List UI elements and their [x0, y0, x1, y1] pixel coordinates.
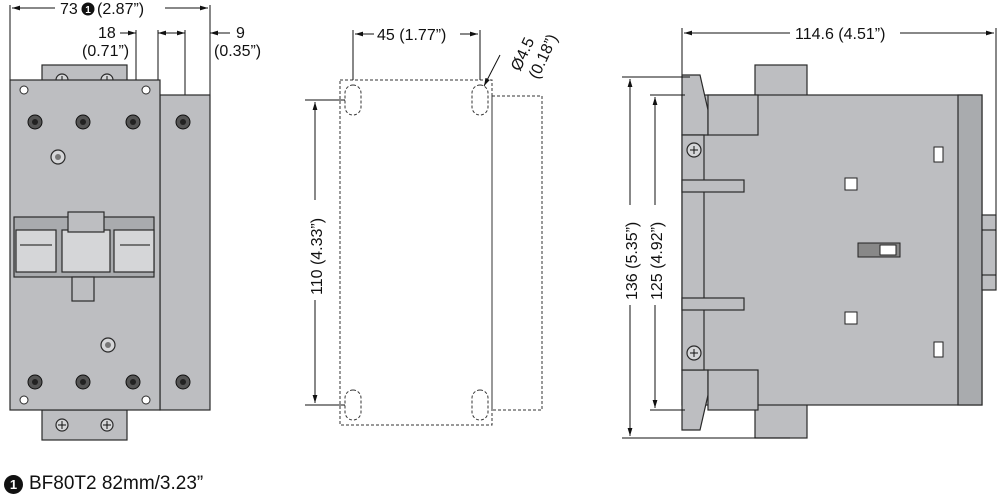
offset1-label: 18 [98, 25, 116, 42]
footnote: 1 BF80T2 82mm/3.23” [4, 473, 203, 495]
side-height1-label: 136 (5.35”) [624, 222, 641, 300]
front-width-inch: (2.87”) [97, 1, 144, 18]
offset1-inch: (0.71”) [82, 43, 129, 60]
side-depth-label: 114.6 (4.51”) [795, 26, 885, 43]
offset2-label: 9 [236, 25, 245, 42]
offset2-inch: (0.35”) [214, 43, 261, 60]
mounting-view: 45 (1.77”) Ø4.5 (0.18”) 110 (4.33”) [305, 27, 562, 426]
side-view: 114.6 (4.51”) 136 (5.35”) [622, 26, 997, 439]
front-view: 73 1 (2.87”) 18 (0.71”) 9 (0.35”) [9, 1, 261, 441]
side-height2-label: 125 (4.92”) [649, 222, 666, 300]
svg-text:1: 1 [85, 5, 91, 16]
mount-spacing-label: 45 (1.77”) [377, 27, 446, 44]
footnote-marker: 1 [4, 474, 23, 494]
front-width-label: 73 [60, 1, 78, 18]
footnote-text: BF80T2 82mm/3.23” [29, 473, 204, 494]
mount-height-label: 110 (4.33”) [309, 218, 326, 295]
